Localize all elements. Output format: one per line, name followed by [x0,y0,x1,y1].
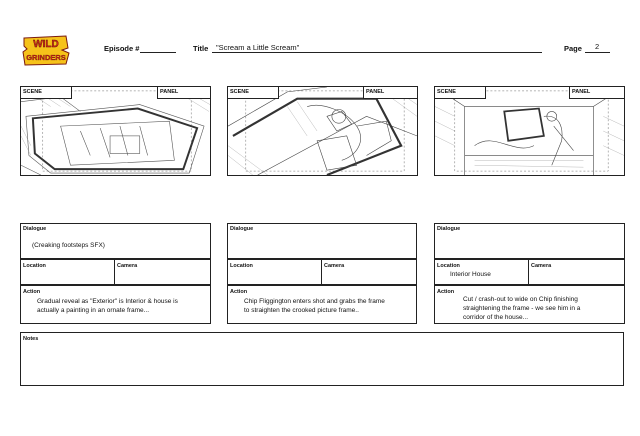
title-value: "Scream a Little Scream" [216,43,300,52]
dialogue-label: Dialogue [437,226,461,232]
panel-2-scene-tab: SCENE [227,86,279,99]
page-label: Page [564,44,582,53]
panel-3-location-box: Location Interior House [434,259,529,285]
panel-3-panel-tab: PANEL [569,86,625,99]
panel-1-action-box: Action Gradual reveal as "Exterior" is I… [20,285,211,324]
notes-label: Notes [23,336,39,342]
panel-1-scene-tab: SCENE [20,86,72,99]
action-label: Action [230,289,248,295]
panel-3-action-box: Action Cut / crash-out to wide on Chip f… [434,285,625,324]
panel-3-action-line-1: Cut / crash-out to wide on Chip finishin… [463,296,578,303]
wild-grinders-logo: WILD GRINDERS [22,34,70,66]
episode-label: Episode # [104,44,140,53]
panel-3-scene-tab: SCENE [434,86,486,99]
panel-2-action-line-2: to straighten the crooked picture frame.… [244,307,359,314]
episode-line [140,52,176,53]
dialogue-label: Dialogue [23,226,47,232]
panel-2-dialogue-box: Dialogue [227,223,417,259]
panel-2-camera-box: Camera [321,259,417,285]
panel-2-panel-tab: PANEL [363,86,418,99]
title-line [212,52,542,53]
location-label: Location [230,263,253,269]
panel-1-camera-box: Camera [114,259,211,285]
panel-2-action-line-1: Chip Fliggington enters shot and grabs t… [244,298,385,305]
page-number: 2 [595,42,600,51]
location-label: Location [23,263,46,269]
storyboard-panel-3 [434,86,625,176]
panel-1-dialogue-text: (Creaking footsteps SFX) [32,242,105,249]
panel-3-action-line-3: corridor of the house... [463,314,529,321]
panel-2-action-box: Action Chip Fliggington enters shot and … [227,285,417,324]
dialogue-label: Dialogue [230,226,254,232]
storyboard-panel-2 [227,86,418,176]
camera-label: Camera [117,263,138,269]
panel-1-panel-tab: PANEL [157,86,211,99]
panel-1-dialogue-box: Dialogue (Creaking footsteps SFX) [20,223,211,259]
page-line [585,52,610,53]
panel-3-location-text: Interior House [450,271,491,278]
panel-1-location-box: Location [20,259,115,285]
location-label: Location [437,263,460,269]
panel-2-sketch [228,87,417,175]
panel-1-sketch [21,87,210,175]
panel-3-sketch [435,87,624,175]
camera-label: Camera [324,263,345,269]
notes-box: Notes [20,332,624,386]
camera-label: Camera [531,263,552,269]
logo-text-top: WILD [33,39,59,50]
panel-1-action-line-2: actually a painting in an ornate frame..… [37,307,150,314]
storyboard-panel-1 [20,86,211,176]
panel-3-dialogue-box: Dialogue [434,223,625,259]
panel-3-camera-box: Camera [528,259,625,285]
panel-3-action-line-2: straightening the frame - we see him in … [463,305,581,312]
title-label: Title [193,44,209,53]
action-label: Action [437,289,455,295]
panel-1-action-line-1: Gradual reveal as "Exterior" is Interior… [37,298,178,305]
logo-text-bottom: GRINDERS [26,53,66,62]
panel-2-location-box: Location [227,259,322,285]
action-label: Action [23,289,41,295]
